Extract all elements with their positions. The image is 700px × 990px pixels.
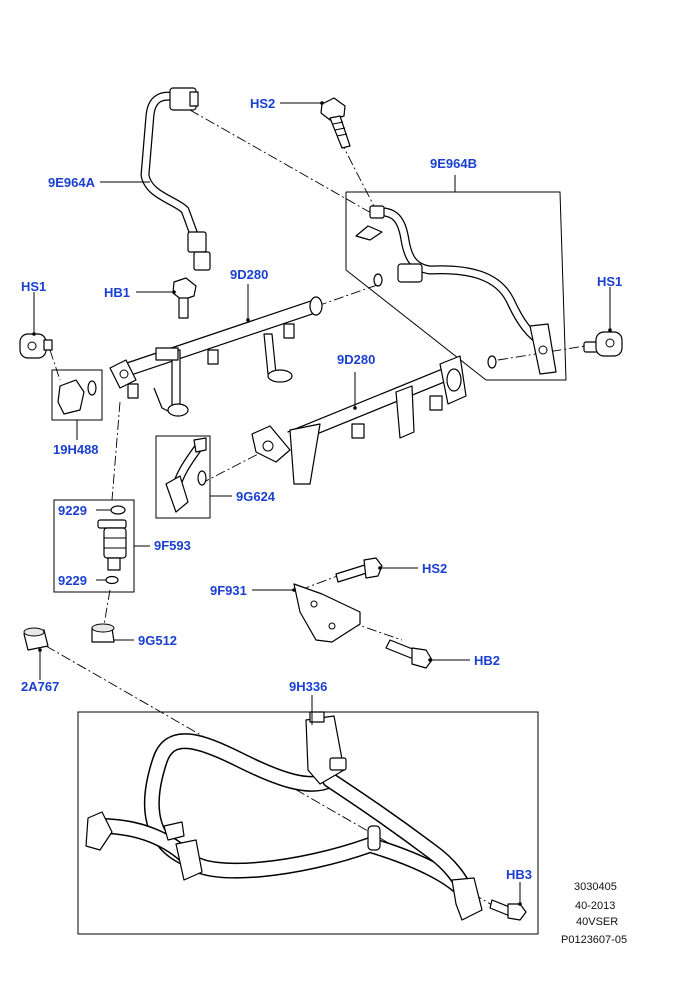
label-9f931: 9F931 — [210, 583, 247, 598]
label-9d280-lower: 9D280 — [337, 352, 375, 367]
bolt-hb2 — [385, 639, 470, 669]
alignment-lines — [45, 109, 586, 906]
bolt-hb3 — [489, 882, 527, 921]
cap-9g512 — [91, 623, 134, 643]
cap-19h488 — [57, 379, 97, 415]
label-hb2: HB2 — [474, 653, 500, 668]
label-hs2-mid: HS2 — [422, 561, 447, 576]
sensor-hs1-left — [19, 292, 53, 359]
reference-line-2: 40-2013 — [575, 900, 615, 912]
label-9229-bottom: 9229 — [58, 573, 87, 588]
label-9g512: 9G512 — [138, 633, 177, 648]
label-hb1: HB1 — [104, 285, 130, 300]
label-hs2-top: HS2 — [250, 96, 275, 111]
fuel-rail-upper — [109, 284, 323, 417]
label-9e964b: 9E964B — [430, 156, 477, 171]
fuel-tube-9e964a — [100, 87, 211, 271]
bracket-9f931 — [252, 583, 361, 643]
bolt-hs2-mid — [335, 557, 418, 583]
label-hs1-right: HS1 — [597, 274, 622, 289]
part-labels: HS2 9E964A 9E964B HS1 HB1 9D280 HS1 9D28… — [21, 96, 622, 882]
label-19h488: 19H488 — [53, 442, 99, 457]
label-9229-top: 9229 — [58, 503, 87, 518]
bolt-hs2-top — [280, 97, 351, 149]
reference-block: 3030405 40-2013 40VSER P0123607-05 — [561, 881, 627, 946]
label-9g624: 9G624 — [236, 489, 276, 504]
bolt-hb1 — [136, 277, 197, 319]
label-9f593: 9F593 — [154, 538, 191, 553]
fuel-tube-9e964b — [355, 205, 557, 375]
label-9e964a: 9E964A — [48, 175, 96, 190]
hose-assembly-9h336 — [85, 711, 483, 921]
fuel-rail-lower — [251, 355, 467, 485]
pipe-9g624 — [165, 437, 207, 513]
label-9h336: 9H336 — [289, 679, 327, 694]
label-9d280-upper: 9D280 — [230, 267, 268, 282]
injector-9f593 — [96, 505, 127, 585]
sensor-hs1-right — [583, 287, 623, 357]
reference-line-4: P0123607-05 — [561, 934, 627, 946]
cap-2a767 — [23, 627, 49, 680]
label-hs1-left: HS1 — [21, 279, 46, 294]
kit-brackets — [51, 175, 567, 935]
reference-line-1: 3030405 — [574, 881, 617, 893]
label-2a767: 2A767 — [21, 679, 59, 694]
reference-line-3: 40VSER — [576, 916, 618, 928]
label-hb3: HB3 — [506, 867, 532, 882]
